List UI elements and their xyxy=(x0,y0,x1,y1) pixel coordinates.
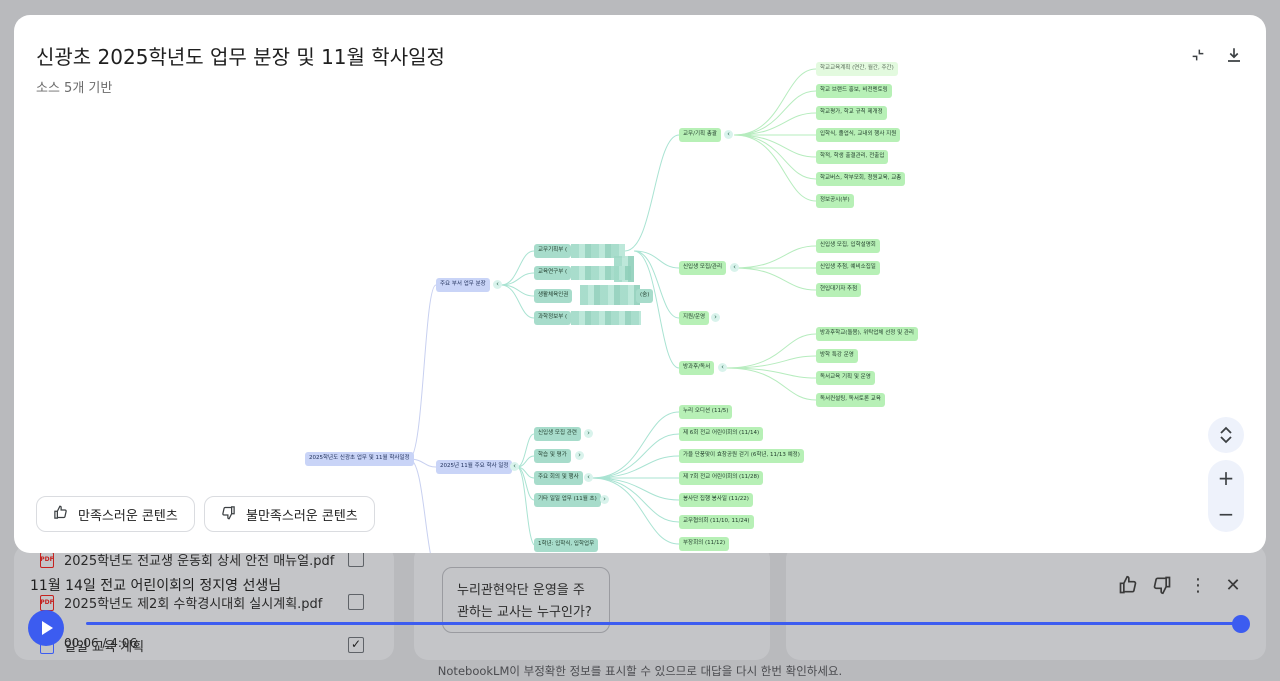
mindmap-connectors xyxy=(408,68,817,553)
negative-feedback-button[interactable]: 불만족스러운 콘텐츠 xyxy=(204,496,375,532)
audio-title: 11월 14일 전교 어린이회의 정지영 선생님 xyxy=(30,578,282,594)
negative-feedback-label: 불만족스러운 콘텐츠 xyxy=(246,508,358,524)
mindmap-leaf[interactable]: 제 6회 전교 어린이회의 (11/14) xyxy=(679,427,764,441)
mindmap-leaf[interactable]: 학적, 학생 출결관리, 전출입 xyxy=(816,150,889,164)
more-icon[interactable]: ⋮ xyxy=(1189,574,1207,596)
mindmap-leaf[interactable]: 신입생 모집, 입학설명회 xyxy=(816,239,880,253)
mindmap-node-task[interactable]: 교무/기획 총괄 xyxy=(679,128,721,142)
collapse-toggle-icon[interactable]: ‹ xyxy=(584,473,593,482)
expand-collapse-icon[interactable] xyxy=(1208,417,1244,453)
mindmap-leaf[interactable]: 교무협의회 (11/10, 11/24) xyxy=(679,515,754,529)
mindmap-node-dept[interactable]: 과학정보부 ( xyxy=(534,311,572,325)
mindmap-node-schedule[interactable]: 2025년 11월 주요 학사 일정 xyxy=(436,460,513,474)
download-icon[interactable] xyxy=(1222,43,1246,67)
mindmap-leaf[interactable]: 현입대기자 추첨 xyxy=(816,283,862,297)
mindmap-leaf[interactable]: 학교평가, 학교 규칙 제개정 xyxy=(816,106,887,120)
thumb-up-icon[interactable] xyxy=(1117,574,1139,596)
zoom-controls xyxy=(1208,460,1244,532)
source-name: 2025학년도 전교생 운동회 상세 안전 매뉴얼.pdf xyxy=(64,554,335,569)
mindmap-node-schedule-group[interactable]: 기타 일일 업무 (11월 초) xyxy=(534,493,601,507)
mindmap-node-task[interactable]: 지원/운영 xyxy=(679,311,710,325)
mindmap-node-schedule-group[interactable]: 1학년: 입학식, 입학업무 xyxy=(534,538,599,552)
mindmap-node-task[interactable]: 신입생 모집/관리 xyxy=(679,261,727,275)
play-icon[interactable] xyxy=(28,610,64,646)
mindmap-leaf[interactable]: 방과후학교(돌봄), 위탁업체 선정 및 관리 xyxy=(816,327,918,341)
zoom-in-icon[interactable]: + xyxy=(1217,466,1235,490)
expand-toggle-icon[interactable]: › xyxy=(584,429,593,438)
collapse-toggle-icon[interactable]: ‹ xyxy=(724,130,733,139)
source-checkbox[interactable] xyxy=(348,551,364,567)
mindmap-leaf[interactable]: 누리 오디션 (11/5) xyxy=(679,405,733,419)
sources-panel xyxy=(14,545,394,660)
source-checkbox[interactable]: ✓ xyxy=(348,637,364,653)
source-item[interactable]: PDF 2025학년도 전교생 운동회 상세 안전 매뉴얼.pdf xyxy=(40,550,334,569)
redacted-text xyxy=(580,285,640,305)
mindmap-leaf[interactable]: 학교 브랜드 홍보, 비전멘토링 xyxy=(816,84,892,98)
thumb-up-icon xyxy=(53,505,68,524)
disclaimer: NotebookLM이 부정확한 정보를 표시할 수 있으므로 대답을 다시 한… xyxy=(437,664,843,678)
collapse-toggle-icon[interactable]: ‹ xyxy=(510,462,519,471)
mindmap-node-dept[interactable]: 교무기획부 ( xyxy=(534,244,572,258)
collapse-icon[interactable] xyxy=(1186,43,1210,67)
positive-feedback-button[interactable]: 만족스러운 콘텐츠 xyxy=(36,496,195,532)
mindmap-node-dept[interactable]: 교육연구부 ( xyxy=(534,266,572,280)
close-icon[interactable]: ✕ xyxy=(1225,574,1241,596)
collapse-toggle-icon[interactable]: ‹ xyxy=(493,280,502,289)
redacted-text xyxy=(571,244,625,258)
mindmap-node-schedule-group[interactable]: 신입생 모집 관련 xyxy=(534,427,581,441)
pdf-icon: PDF xyxy=(40,551,54,568)
source-item[interactable]: PDF 2025학년도 제2회 수학경시대회 실시계획.pdf xyxy=(40,593,322,612)
redacted-text xyxy=(571,311,641,325)
source-checkbox[interactable] xyxy=(348,594,364,610)
audio-time: 00:06 / 4:06 xyxy=(64,636,138,650)
mindmap-leaf[interactable]: 신입생 추첨, 예비소집일 xyxy=(816,261,880,275)
collapse-toggle-icon[interactable]: ‹ xyxy=(730,263,739,272)
expand-toggle-icon[interactable]: › xyxy=(600,495,609,504)
mindmap-leaf[interactable]: 학교버스, 학부모회, 청원교육, 교총 xyxy=(816,172,906,186)
mindmap-node-schedule-group[interactable]: 주요 회의 및 행사 xyxy=(534,471,583,485)
audio-progress-handle[interactable] xyxy=(1232,615,1250,633)
suggested-question[interactable]: 누리관현악단 운영을 주관하는 교사는 누구인가? xyxy=(442,567,610,633)
mindmap-leaf[interactable]: 봉사단 집행 봉사일 (11/22) xyxy=(679,493,753,507)
mindmap-leaf[interactable]: 학교교육계획 (연간, 월간, 주간) xyxy=(816,62,898,76)
source-count: 소스 5개 기반 xyxy=(36,81,113,96)
mindmap-node-dept-tail: (숨) xyxy=(636,289,654,303)
mindmap-node-dept[interactable]: 생활체육인권 xyxy=(534,289,573,303)
studio-panel xyxy=(786,545,1266,660)
page-title: 신광초 2025학년도 업무 분장 및 11월 학사일정 xyxy=(36,45,445,69)
mindmap-leaf[interactable]: 제 7회 전교 어린이회의 (11/28) xyxy=(679,471,764,485)
expand-toggle-icon[interactable]: › xyxy=(575,451,584,460)
mindmap-leaf[interactable]: 정보공시(부) xyxy=(816,194,854,208)
collapse-toggle-icon[interactable]: ‹ xyxy=(718,363,727,372)
chat-panel xyxy=(414,545,770,660)
mindmap-modal: 신광초 2025학년도 업무 분장 및 11월 학사일정 소스 5개 기반 xyxy=(14,15,1266,553)
mindmap-node-schedule-group[interactable]: 학습 및 평가 xyxy=(534,449,571,463)
positive-feedback-label: 만족스러운 콘텐츠 xyxy=(78,508,178,524)
redacted-text xyxy=(571,266,631,280)
mindmap-root-node[interactable]: 2025학년도 신광초 업무 및 11월 학사일정 xyxy=(305,452,414,466)
mindmap-node-task[interactable]: 방과후/독서 xyxy=(679,361,715,375)
mindmap-node-departments[interactable]: 주요 부서 업무 분장 xyxy=(436,278,490,292)
mindmap-leaf[interactable]: 독서교육 기획 및 운영 xyxy=(816,371,875,385)
source-name: 일일 교육 계획 xyxy=(64,640,145,655)
audio-progress-bar[interactable] xyxy=(86,622,1242,625)
zoom-out-icon[interactable]: − xyxy=(1217,502,1235,526)
thumb-down-icon[interactable] xyxy=(1151,574,1173,596)
source-name: 2025학년도 제2회 수학경시대회 실시계획.pdf xyxy=(64,597,323,612)
expand-toggle-icon[interactable]: › xyxy=(711,313,720,322)
mindmap-leaf[interactable]: 방학 특강 운영 xyxy=(816,349,858,363)
mindmap-leaf[interactable]: 독서컨설팅, 독서토론 교육 xyxy=(816,393,885,407)
pdf-icon: PDF xyxy=(40,594,54,611)
mindmap-leaf[interactable]: 입학식, 졸업식, 교내외 행사 지원 xyxy=(816,128,901,142)
mindmap-leaf[interactable]: 부장회의 (11/12) xyxy=(679,537,730,551)
mindmap-leaf[interactable]: 가을 단풍맞이 효창공원 걷기 (6학년, 11/13 예정) xyxy=(679,449,804,463)
thumb-down-icon xyxy=(221,505,236,524)
